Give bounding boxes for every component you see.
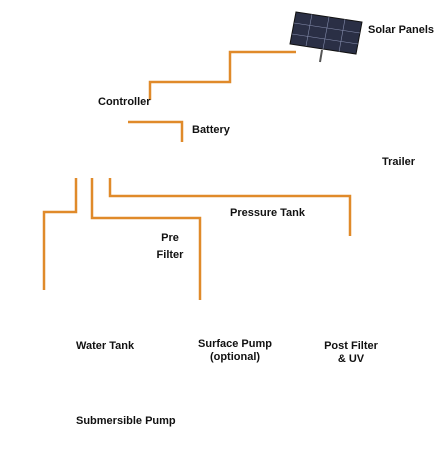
label-surface-pump-line1: Surface Pump [198, 338, 272, 350]
label-pre-filter: Pre Filter [150, 232, 190, 262]
label-trailer: Trailer [382, 156, 416, 168]
wire-controller-to-battery [128, 120, 184, 142]
label-solar-panels: Solar Panels [368, 24, 435, 36]
wiring [42, 50, 352, 300]
label-post-filter-line2: & UV [337, 353, 365, 365]
wire-controller-to-uv [108, 178, 352, 236]
label-post-filter-line1: Post Filter [324, 340, 378, 352]
solar-panels [289, 11, 363, 63]
label-submersible-pump: Submersible Pump [76, 415, 176, 427]
label-water-tank: Water Tank [76, 340, 135, 352]
label-controller: Controller [98, 96, 151, 108]
label-post-filter: Post Filter & UV [316, 340, 386, 366]
wire-solar-to-controller [148, 50, 296, 100]
label-pre-filter-line1: Pre [161, 232, 179, 244]
label-surface-pump-line2: (optional) [209, 351, 261, 363]
label-surface-pump: Surface Pump (optional) [194, 338, 276, 364]
wire-controller-to-surface-pump [90, 178, 202, 300]
label-pressure-tank: Pressure Tank [230, 207, 306, 219]
wire-controller-to-submersible [42, 178, 78, 290]
label-battery: Battery [192, 124, 230, 136]
label-pre-filter-line2: Filter [156, 249, 184, 261]
